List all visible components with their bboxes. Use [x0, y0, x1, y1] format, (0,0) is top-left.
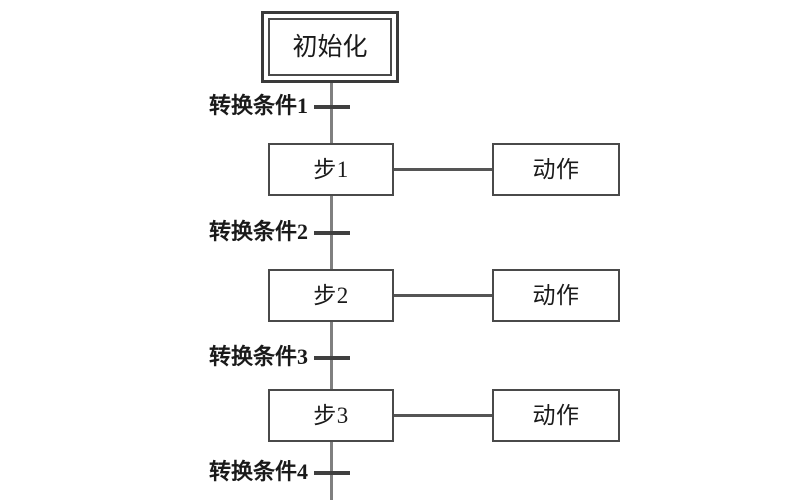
action-label-3: 动作: [532, 403, 580, 428]
action-label-1: 动作: [532, 157, 580, 182]
transition-label-4: 转换条件4: [208, 459, 308, 484]
transition-tick-1: [314, 105, 350, 109]
action-box-1[interactable]: 动作: [492, 143, 620, 196]
step-box-2[interactable]: 步2: [268, 269, 394, 322]
action-link-line-2: [394, 294, 492, 297]
action-link-line-1: [394, 168, 492, 171]
step-label-1: 步1: [313, 157, 349, 182]
trunk-line-init-to-step1: [330, 82, 333, 144]
transition-tick-3: [314, 356, 350, 360]
transition-label-2: 转换条件2: [208, 219, 308, 244]
step-box-3[interactable]: 步3: [268, 389, 394, 442]
action-label-2: 动作: [532, 283, 580, 308]
action-box-3[interactable]: 动作: [492, 389, 620, 442]
transition-label-1: 转换条件1: [208, 93, 308, 118]
step-box-1[interactable]: 步1: [268, 143, 394, 196]
action-link-line-3: [394, 414, 492, 417]
initial-step-box[interactable]: 初始化: [268, 18, 392, 76]
step-label-2: 步2: [313, 283, 349, 308]
initial-step-label: 初始化: [292, 33, 368, 61]
transition-tick-2: [314, 231, 350, 235]
transition-tick-4: [314, 471, 350, 475]
action-box-2[interactable]: 动作: [492, 269, 620, 322]
trunk-line-step2-to-step3: [330, 320, 333, 390]
transition-label-3: 转换条件3: [208, 344, 308, 369]
step-label-3: 步3: [313, 403, 349, 428]
trunk-line-step3-to-end: [330, 440, 333, 500]
